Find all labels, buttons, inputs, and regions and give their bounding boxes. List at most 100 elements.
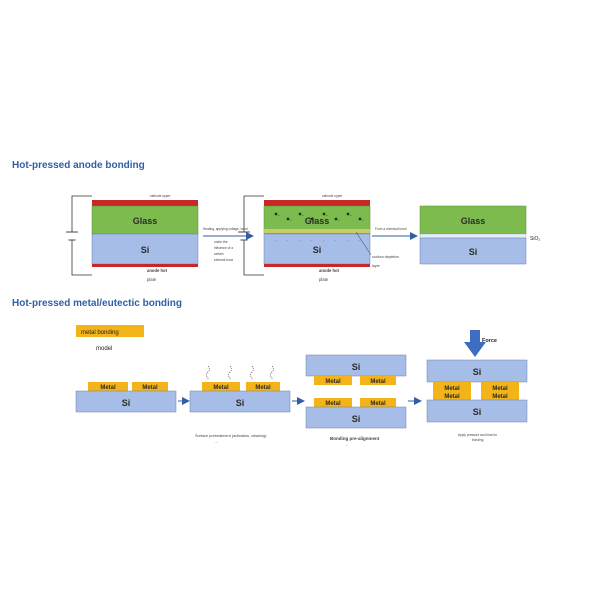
metal-pad	[360, 376, 396, 385]
ion-charge-label: +	[314, 218, 316, 222]
depletion-note: layer	[372, 264, 381, 268]
si-wafer-bottom	[305, 406, 407, 429]
metal-stack	[481, 382, 519, 400]
si-charge-label: -	[287, 237, 289, 242]
si-label: Si	[352, 414, 361, 424]
si-wafer	[75, 390, 177, 413]
metal-pad-label: Metal	[255, 385, 271, 391]
metal-pad-label: Metal	[492, 394, 508, 400]
arrow1-label-line: under the	[214, 240, 228, 244]
si-label: Si	[352, 362, 361, 372]
metal-pad-label: Metal	[370, 401, 386, 407]
si-charge-label: -	[347, 237, 349, 242]
ion-dot	[346, 212, 350, 216]
si-charge-label: -	[311, 237, 313, 242]
si-label: Si	[122, 398, 131, 408]
ion-dot	[322, 212, 326, 216]
circuit-wire	[243, 195, 264, 276]
metal-stack	[433, 382, 471, 400]
surface-treatment-arrows	[206, 365, 274, 380]
anode-arrow2: Form a chemical bond	[372, 227, 418, 240]
glass-label: Glass	[305, 216, 330, 226]
metal-section-title: Hot-pressed metal/eutectic bonding	[12, 298, 182, 309]
treatment-wave	[250, 365, 254, 380]
plate-note: plate	[147, 277, 157, 282]
anode-section-title: Hot-pressed anode bonding	[12, 160, 145, 171]
treatment-wave	[206, 365, 210, 380]
metal-pad-label: Metal	[213, 385, 229, 391]
sio2-interface	[419, 233, 527, 239]
metal-pad	[314, 376, 352, 385]
ion-dot	[358, 217, 362, 221]
arrow1-label-line: influence of a	[214, 246, 233, 250]
metal-pad-label: Metal	[492, 386, 508, 392]
arrow1-label-line: external force	[214, 258, 234, 262]
metal-pad-label: Metal	[100, 385, 116, 391]
ion-charge-label: +	[362, 218, 364, 222]
si-charge-label: -	[299, 237, 301, 242]
si-charge-label: -	[275, 237, 277, 242]
glass-layer	[419, 205, 527, 235]
si-label: Si	[473, 367, 482, 377]
si-wafer	[189, 390, 291, 413]
si-wafer-bottom	[426, 399, 528, 423]
cathode-note: cathode upper	[322, 194, 343, 198]
anode-plate	[92, 264, 198, 267]
metal-pad	[132, 382, 168, 391]
metal-pad-label: Metal	[325, 401, 341, 407]
metal-pad	[314, 398, 352, 407]
depletion-note: sodium depletion	[372, 255, 399, 259]
metal-step1: Metal Metal Si	[75, 382, 177, 413]
legend-model-label: model	[96, 346, 112, 352]
si-label: Si	[469, 247, 478, 257]
ion-dot	[334, 217, 338, 221]
si-wafer-top	[305, 354, 407, 377]
metal-pad	[360, 398, 396, 407]
metal-pad-label: Metal	[370, 379, 386, 385]
treatment-wave	[228, 365, 232, 380]
arrow1-label-top: Heating, applying voltage, bond	[203, 227, 248, 231]
step2-caption: ...	[215, 440, 218, 444]
ion-charge-label: +	[350, 213, 352, 217]
step4-caption: bonding	[472, 438, 484, 442]
metal-pad	[246, 382, 280, 391]
metal-step2: Metal Metal Si Surface pretreatment (act…	[189, 365, 291, 444]
ion-charge-label: +	[326, 213, 328, 217]
cathode-note: cathode upper	[150, 194, 171, 198]
sio2-label: SiO₂	[530, 236, 540, 242]
sodium-depletion-layer	[264, 229, 370, 233]
si-label: Si	[473, 407, 482, 417]
metal-pad-label: Metal	[444, 386, 460, 392]
anode-step1: Glass Si cathode upper anode hot plate	[66, 194, 199, 282]
anode-plate	[264, 264, 370, 267]
treatment-wave	[270, 365, 274, 380]
ion-dot	[286, 217, 290, 221]
glass-layer	[91, 205, 199, 235]
anode-step3: Glass Si SiO₂	[419, 205, 540, 265]
cathode-plate	[264, 200, 370, 206]
si-layer	[419, 237, 527, 265]
circuit-wire	[71, 195, 92, 276]
metal-pad-label: Metal	[444, 394, 460, 400]
plate-note: plate	[319, 277, 329, 282]
metal-pad	[88, 382, 128, 391]
si-wafer-top	[426, 359, 528, 383]
ion-charge-label: +	[290, 218, 292, 222]
metal-legend: metal bonding model	[76, 325, 144, 352]
step3-caption: ...	[345, 443, 348, 447]
anode-note: anode hot	[319, 268, 340, 273]
metal-pad-label: Metal	[325, 379, 341, 385]
metal-swatch	[76, 325, 144, 337]
force-arrow-icon	[464, 330, 486, 357]
si-label: Si	[236, 398, 245, 408]
metal-pad-label: Metal	[142, 385, 158, 391]
ion-charge-label: +	[278, 213, 280, 217]
glass-label: Glass	[461, 216, 486, 226]
force-label: Force	[482, 338, 497, 344]
depletion-pointer	[355, 231, 372, 256]
ion-dot	[310, 217, 314, 221]
si-charge-label: -	[323, 237, 325, 242]
metal-step4: Force Si Metal Metal Metal Metal Si Appl…	[426, 330, 528, 442]
anode-arrow1: Heating, applying voltage, bond under th…	[203, 227, 254, 262]
